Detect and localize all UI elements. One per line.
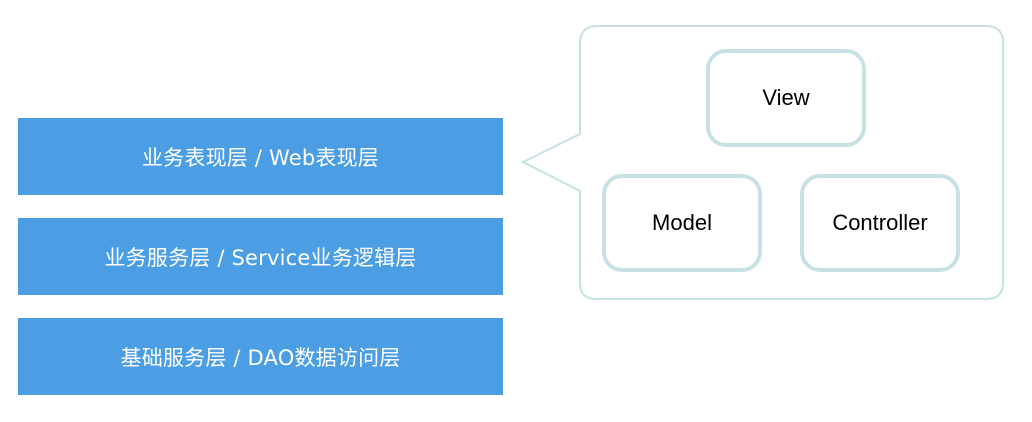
dao-data-access-layer: 基础服务层 / DAO数据访问层: [18, 318, 503, 395]
web-presentation-layer-label: 业务表现层 / Web表现层: [141, 145, 379, 170]
mvc-controller-box: Controller: [800, 174, 960, 272]
mvc-view-box: View: [706, 49, 866, 147]
mvc-model-box: Model: [602, 174, 762, 272]
service-logic-layer: 业务服务层 / Service业务逻辑层: [18, 218, 503, 295]
mvc-controller-label: Controller: [832, 210, 928, 235]
web-presentation-layer: 业务表现层 / Web表现层: [18, 118, 503, 195]
dao-data-access-layer-label: 基础服务层 / DAO数据访问层: [120, 345, 401, 370]
service-logic-layer-label: 业务服务层 / Service业务逻辑层: [104, 245, 417, 270]
mvc-model-label: Model: [652, 210, 712, 235]
mvc-view-label: View: [762, 85, 810, 110]
